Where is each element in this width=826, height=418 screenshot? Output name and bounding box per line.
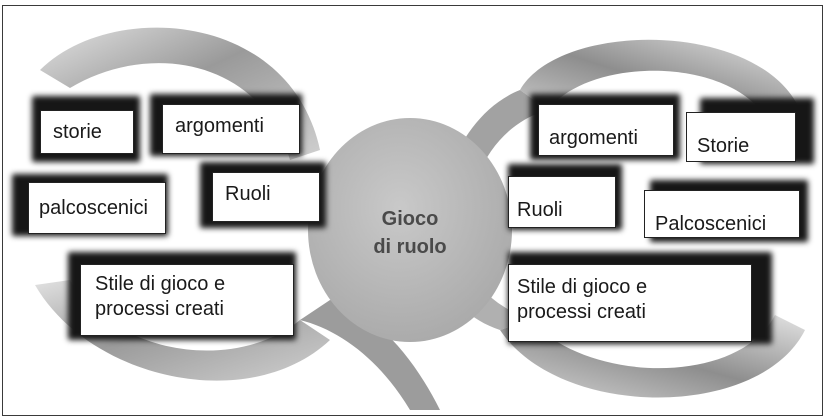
box-storie-left: storie [40,110,134,154]
center-label: Gioco di ruolo [355,205,465,261]
box-palcoscenici-left: palcoscenici [28,182,166,234]
box-argomenti-right: argomenti [538,104,674,156]
box-storie-right: Storie [686,112,796,162]
diagram-frame [2,5,823,416]
center-label-line1: Gioco [381,208,439,230]
box-argomenti-left: argomenti [162,104,300,154]
stile-right-line2: processi creati [517,301,646,323]
stile-left-line1: Stile di gioco e [95,273,226,295]
box-palcoscenici-right: Palcoscenici [644,190,800,238]
box-ruoli-right: Ruoli [508,176,616,228]
stile-left-line2: processi creati [95,298,224,320]
center-label-line2: di ruolo [373,236,447,258]
stile-right-line1: Stile di gioco e [517,276,648,298]
left-ribbon [35,27,440,410]
box-stile-right: Stile di gioco e processi creati [508,264,752,342]
box-stile-left: Stile di gioco e processi creati [80,264,294,336]
box-ruoli-left: Ruoli [212,172,320,222]
center-circle [308,118,512,342]
